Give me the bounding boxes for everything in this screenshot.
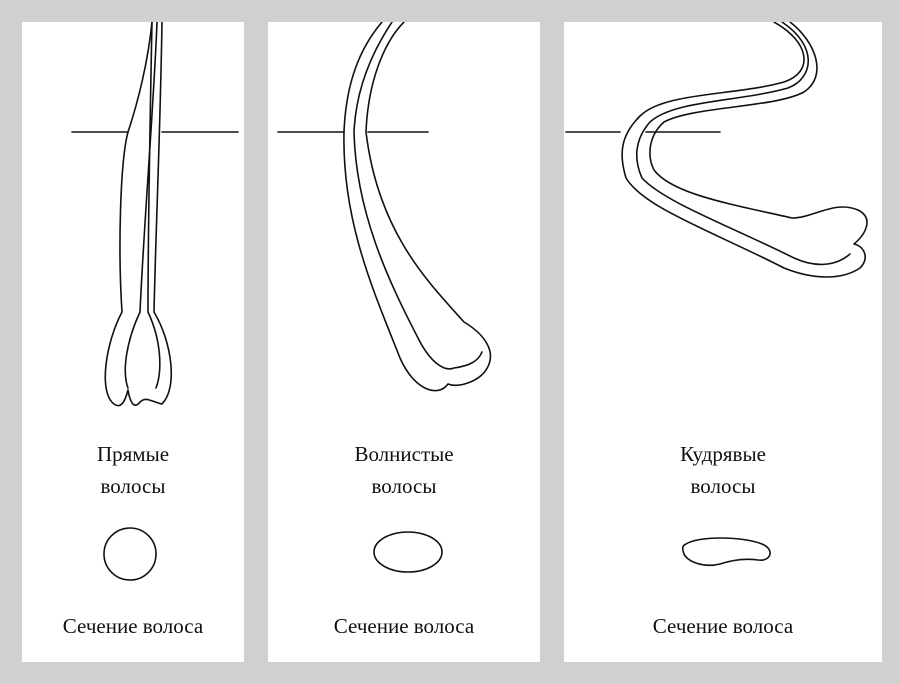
straight-hair-inner-outline-right (147, 22, 161, 389)
straight-hair-title: Прямые волосы (22, 438, 244, 502)
panel-straight-hair: Прямые волосы Сечение волоса (22, 22, 244, 662)
straight-hair-outer-outline (104, 22, 173, 407)
title-line-1: Кудрявые (680, 442, 766, 466)
straight-hair-illustration (71, 22, 239, 581)
panel-wavy-hair: Волнистые волосы Сечение волоса (268, 22, 540, 662)
cross-section-label: Сечение волоса (333, 614, 475, 638)
title-line-2: волосы (100, 474, 166, 498)
title-line-1: Прямые (96, 442, 170, 466)
curly-hair-outer-outline (621, 22, 868, 278)
curly-hair-title: Кудрявые волосы (564, 438, 882, 502)
oval-cross-section (373, 531, 443, 573)
cross-section-label: Сечение волоса (652, 614, 794, 638)
panel-curly-hair: Кудрявые волосы Сечение волоса (564, 22, 882, 662)
cross-section-label: Сечение волоса (62, 614, 204, 638)
round-cross-section (103, 527, 157, 581)
title-line-2: волосы (690, 474, 756, 498)
wavy-hair-illustration (277, 22, 492, 573)
wavy-hair-outer-outline (343, 22, 492, 392)
straight-hair-inner-outline (124, 22, 158, 389)
wavy-hair-title: Волнистые волосы (268, 438, 540, 502)
title-line-1: Волнистые (354, 442, 454, 466)
title-line-2: волосы (371, 474, 437, 498)
kidney-cross-section (681, 537, 771, 567)
curly-hair-illustration (565, 22, 868, 567)
curly-hair-inner-outline (635, 22, 851, 266)
wavy-hair-inner-outline (353, 22, 483, 370)
